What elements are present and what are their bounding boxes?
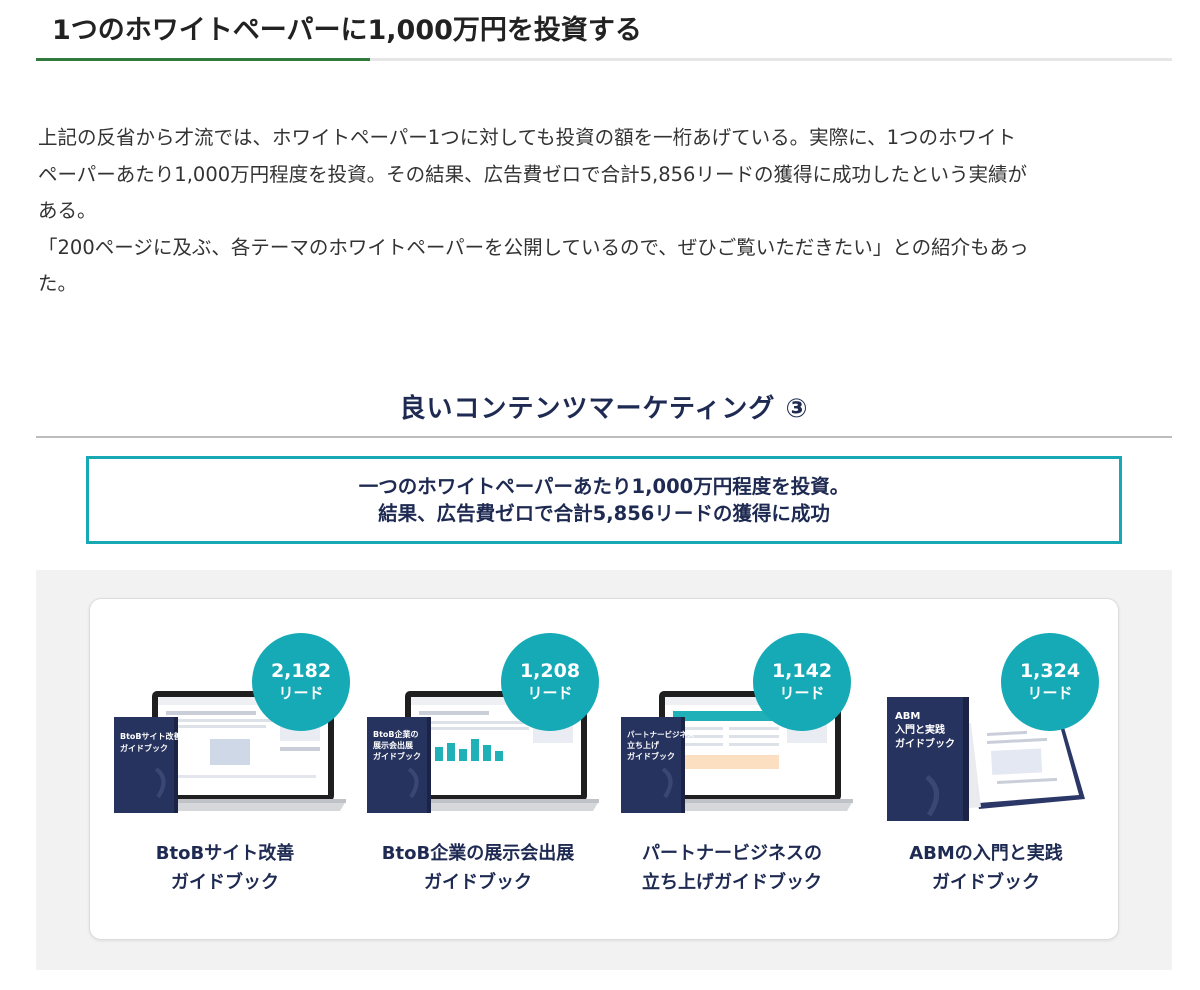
lead-count-badge: 2,182 リード — [252, 633, 350, 731]
whitepaper-title-line: ガイドブック — [171, 872, 279, 893]
paragraph-line: 「200ページに及ぶ、各テーマのホワイトペーパーを公開しているので、ぜひご覧いた… — [38, 235, 1029, 259]
whitepaper-item: ABM 入門と実践 ガイドブック 1,324 リード ABMの入門と実践 ガイド… — [861, 599, 1111, 939]
lead-count-badge: 1,208 リード — [501, 633, 599, 731]
book-cover-title: ABM — [895, 711, 920, 722]
whitepaper-title-line: ガイドブック — [424, 872, 532, 893]
book-cover-title: BtoB企業の — [373, 729, 419, 739]
lead-unit: リード — [1027, 684, 1073, 702]
whitepaper-title: ABMの入門と実践 ガイドブック — [861, 839, 1111, 897]
lead-count: 1,324 — [1019, 660, 1081, 682]
callout-box: 一つのホワイトペーパーあたり1,000万円程度を投資。 結果、広告費ゼロで合計5… — [86, 456, 1122, 544]
whitepaper-title-line: 立ち上げガイドブック — [642, 872, 822, 893]
heading-underline-accent — [36, 58, 370, 61]
whitepaper-title-line: ガイドブック — [932, 872, 1040, 893]
book-cover-title: ガイドブック — [373, 751, 421, 761]
whitepaper-title-line: BtoBサイト改善 — [155, 843, 295, 864]
book-cover-title: パートナービジネス — [627, 729, 695, 739]
whitepaper-title: BtoBサイト改善 ガイドブック — [100, 839, 350, 897]
lead-count: 2,182 — [270, 660, 332, 682]
book-cover-title: 立ち上げ — [627, 740, 660, 750]
book-cover-title: BtoBサイト改善 — [120, 731, 182, 741]
heading-underline — [36, 58, 1172, 61]
whitepaper-title-line: パートナービジネスの — [642, 843, 822, 864]
open-book-illustration: ABM 入門と実践 ガイドブック — [887, 697, 1085, 821]
whitepaper-title-line: BtoB企業の展示会出展 — [381, 843, 575, 864]
book-cover-title: ガイドブック — [627, 751, 675, 761]
lead-unit: リード — [278, 684, 324, 702]
callout-line: 一つのホワイトペーパーあたり1,000万円程度を投資。 — [358, 475, 850, 498]
book-cover-title: ガイドブック — [120, 743, 168, 753]
whitepaper-card: BtoBサイト改善 ガイドブック 2,182 リード BtoBサイト改善 ガイド… — [89, 598, 1119, 940]
lead-count: 1,142 — [771, 660, 833, 682]
whitepaper-item: BtoBサイト改善 ガイドブック 2,182 リード BtoBサイト改善 ガイド… — [100, 599, 350, 939]
lead-unit: リード — [527, 684, 573, 702]
whitepaper-item: BtoB企業の 展示会出展 ガイドブック 1,208 リード BtoB企業の展示… — [353, 599, 603, 939]
infographic-header: 良いコンテンツマーケティング ③ 一つのホワイトペーパーあたり1,000万円程度… — [36, 364, 1172, 570]
lead-count-badge: 1,324 リード — [1001, 633, 1099, 731]
lead-count: 1,208 — [519, 660, 581, 682]
infographic-title: 良いコンテンツマーケティング ③ — [399, 394, 809, 424]
whitepaper-title: BtoB企業の展示会出展 ガイドブック — [353, 839, 603, 897]
infographic-divider — [36, 436, 1172, 438]
book-cover-title: 展示会出展 — [372, 740, 413, 750]
paragraph-line: ペーパーあたり1,000万円程度を投資。その結果、広告費ゼロで合計5,856リー… — [38, 162, 1027, 186]
paragraph-line: 上記の反省から才流では、ホワイトペーパー1つに対しても投資の額を一桁あげている。… — [38, 126, 1016, 149]
article-paragraph: 上記の反省から才流では、ホワイトペーパー1つに対しても投資の額を一桁あげている。… — [38, 120, 1172, 303]
whitepaper-title-line: ABMの入門と実践 — [909, 843, 1063, 864]
whitepaper-item: パートナービジネス 立ち上げ ガイドブック 1,142 リード パートナービジネ… — [607, 599, 857, 939]
lead-count-badge: 1,142 リード — [753, 633, 851, 731]
callout-line: 結果、広告費ゼロで合計5,856リードの獲得に成功 — [378, 502, 830, 525]
book-cover-title: ガイドブック — [895, 737, 955, 750]
laptop-book-illustration: BtoB企業の 展示会出展 ガイドブック — [367, 691, 599, 813]
infographic: 良いコンテンツマーケティング ③ 一つのホワイトペーパーあたり1,000万円程度… — [36, 364, 1172, 970]
paragraph-line: ある。 — [38, 199, 97, 223]
paragraph-line: た。 — [38, 272, 78, 296]
lead-unit: リード — [779, 684, 825, 702]
book-cover-title: 入門と実践 — [895, 723, 945, 736]
section-heading: 1つのホワイトペーパーに1,000万円を投資する — [52, 15, 642, 46]
whitepaper-title: パートナービジネスの 立ち上げガイドブック — [607, 839, 857, 897]
